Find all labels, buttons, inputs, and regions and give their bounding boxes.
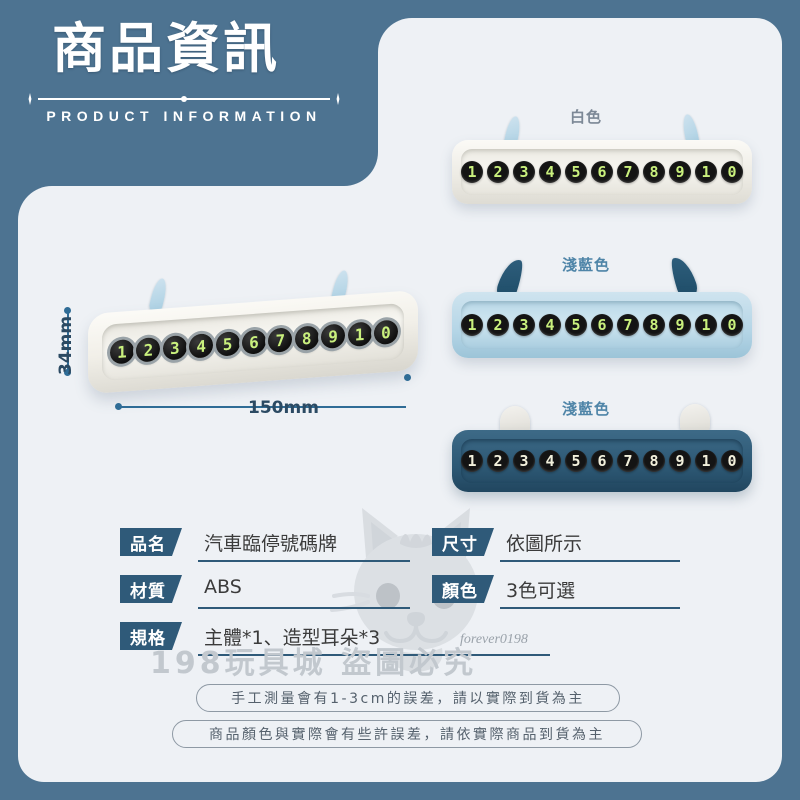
product-white: 白色 1 2 3 4 5 6 7 8 9 1 0 <box>452 100 762 210</box>
product-white-label: 白色 <box>570 108 603 126</box>
divider-dot-icon <box>181 96 187 102</box>
spec-tag: 尺寸 <box>432 528 494 556</box>
digit-button[interactable]: 8 <box>643 161 665 183</box>
digit-button[interactable]: 3 <box>513 450 535 472</box>
digit-button[interactable]: 7 <box>617 314 639 336</box>
spec-value: ABS <box>204 576 242 598</box>
notch-below <box>18 186 52 220</box>
digit-button[interactable]: 0 <box>721 161 743 183</box>
digit-button[interactable]: 8 <box>294 325 319 352</box>
digit-button[interactable]: 3 <box>513 314 535 336</box>
digit-button[interactable]: 1 <box>110 338 134 365</box>
product-white-board: 1 2 3 4 5 6 7 8 9 1 0 <box>452 140 752 204</box>
product-light-blue: 淺藍色 1 2 3 4 5 6 7 8 9 1 0 <box>452 248 762 358</box>
spec-row: 規格 主體*1、造型耳朵*3 <box>120 622 550 656</box>
product-dark-blue-label: 淺藍色 <box>562 400 611 418</box>
digit-button[interactable]: 4 <box>189 332 214 359</box>
digit-button[interactable]: 2 <box>487 161 509 183</box>
digit-button[interactable]: 2 <box>487 314 509 336</box>
digit-button[interactable]: 9 <box>321 323 346 350</box>
spec-underline <box>500 560 680 562</box>
title-divider <box>24 92 344 106</box>
spec-underline <box>500 607 680 609</box>
spec-underline <box>198 560 410 562</box>
digit-button[interactable]: 6 <box>591 314 613 336</box>
spec-row: 顏色 3色可選 <box>432 575 680 609</box>
spec-row: 材質 ABS <box>120 575 410 609</box>
digit-button[interactable]: 4 <box>539 450 561 472</box>
digit-button[interactable]: 7 <box>617 161 639 183</box>
digit-button[interactable]: 5 <box>565 161 587 183</box>
diamond-left-icon <box>28 93 32 105</box>
spec-row: 品名 汽車臨停號碼牌 <box>120 528 410 562</box>
spec-underline <box>198 607 410 609</box>
diamond-right-icon <box>336 93 340 105</box>
spec-value: 依圖所示 <box>506 533 583 555</box>
digit-button[interactable]: 6 <box>591 161 613 183</box>
digit-button[interactable]: 3 <box>513 161 535 183</box>
digit-button[interactable]: 6 <box>241 329 266 355</box>
spec-underline <box>198 654 550 656</box>
digit-button[interactable]: 0 <box>721 314 743 336</box>
digit-row-white: 1 2 3 4 5 6 7 8 9 1 0 <box>452 161 752 183</box>
digit-button[interactable]: 1 <box>695 161 717 183</box>
spec-value: 主體*1、造型耳朵*3 <box>204 627 381 649</box>
digit-button[interactable]: 0 <box>373 319 398 346</box>
spec-table: 品名 汽車臨停號碼牌 尺寸 依圖所示 材質 ABS 顏色 3色可選 規格 主體*… <box>120 528 680 656</box>
product-dark-blue-board: 1 2 3 4 5 6 7 8 9 1 0 <box>452 430 752 492</box>
spec-tag: 顏色 <box>432 575 494 603</box>
digit-button[interactable]: 1 <box>461 314 483 336</box>
page-title: 商品資訊 <box>52 17 280 80</box>
digit-button[interactable]: 2 <box>487 450 509 472</box>
spec-tag: 材質 <box>120 575 182 603</box>
digit-row-dark-blue: 1 2 3 4 5 6 7 8 9 1 0 <box>452 450 752 472</box>
watermark-text: 198玩具城 盜圖必究 <box>150 646 478 681</box>
digit-button[interactable]: 1 <box>461 161 483 183</box>
dimension-width-label: 150mm <box>248 398 319 418</box>
digit-button[interactable]: 3 <box>162 334 187 361</box>
digit-button[interactable]: 0 <box>721 450 743 472</box>
product-dark-blue: 淺藍色 1 2 3 4 5 6 7 8 9 1 0 <box>452 392 762 496</box>
spec-tag: 規格 <box>120 622 182 650</box>
spec-row: 尺寸 依圖所示 <box>432 528 680 562</box>
digit-button[interactable]: 4 <box>539 314 561 336</box>
disclaimer-measure: 手工測量會有1-3cm的誤差，請以實際到貨為主 <box>196 684 620 712</box>
digit-button[interactable]: 2 <box>136 336 161 363</box>
disclaimer-color: 商品顏色與實際會有些許誤差，請依實際商品到貨為主 <box>172 720 642 748</box>
digit-button[interactable]: 1 <box>347 321 372 348</box>
digit-button[interactable]: 9 <box>669 314 691 336</box>
digit-button[interactable]: 8 <box>643 450 665 472</box>
digit-button[interactable]: 5 <box>565 450 587 472</box>
page-subtitle: PRODUCT INFORMATION <box>46 108 322 124</box>
digit-button[interactable]: 9 <box>669 161 691 183</box>
digit-button[interactable]: 4 <box>539 161 561 183</box>
digit-button[interactable]: 5 <box>565 314 587 336</box>
spec-tag: 品名 <box>120 528 182 556</box>
digit-button[interactable]: 7 <box>617 450 639 472</box>
digit-button[interactable]: 5 <box>215 331 240 357</box>
digit-row-light-blue: 1 2 3 4 5 6 7 8 9 1 0 <box>452 314 752 336</box>
digit-button[interactable]: 7 <box>268 327 293 353</box>
digit-button[interactable]: 1 <box>695 450 717 472</box>
spec-value: 3色可選 <box>506 580 576 602</box>
product-light-blue-label: 淺藍色 <box>562 256 611 274</box>
dimension-height-label: 34mm <box>56 315 76 375</box>
digit-button[interactable]: 8 <box>643 314 665 336</box>
header-banner: 商品資訊 PRODUCT INFORMATION <box>0 0 378 186</box>
digit-button[interactable]: 6 <box>591 450 613 472</box>
digit-button[interactable]: 1 <box>461 450 483 472</box>
product-light-blue-board: 1 2 3 4 5 6 7 8 9 1 0 <box>452 292 752 358</box>
digit-button[interactable]: 9 <box>669 450 691 472</box>
spec-value: 汽車臨停號碼牌 <box>204 533 338 555</box>
digit-button[interactable]: 1 <box>695 314 717 336</box>
notch-right <box>378 18 412 52</box>
hero-product: 1 2 3 4 5 6 7 8 9 1 0 <box>88 268 418 404</box>
watermark-id: forever0198 <box>460 632 528 647</box>
